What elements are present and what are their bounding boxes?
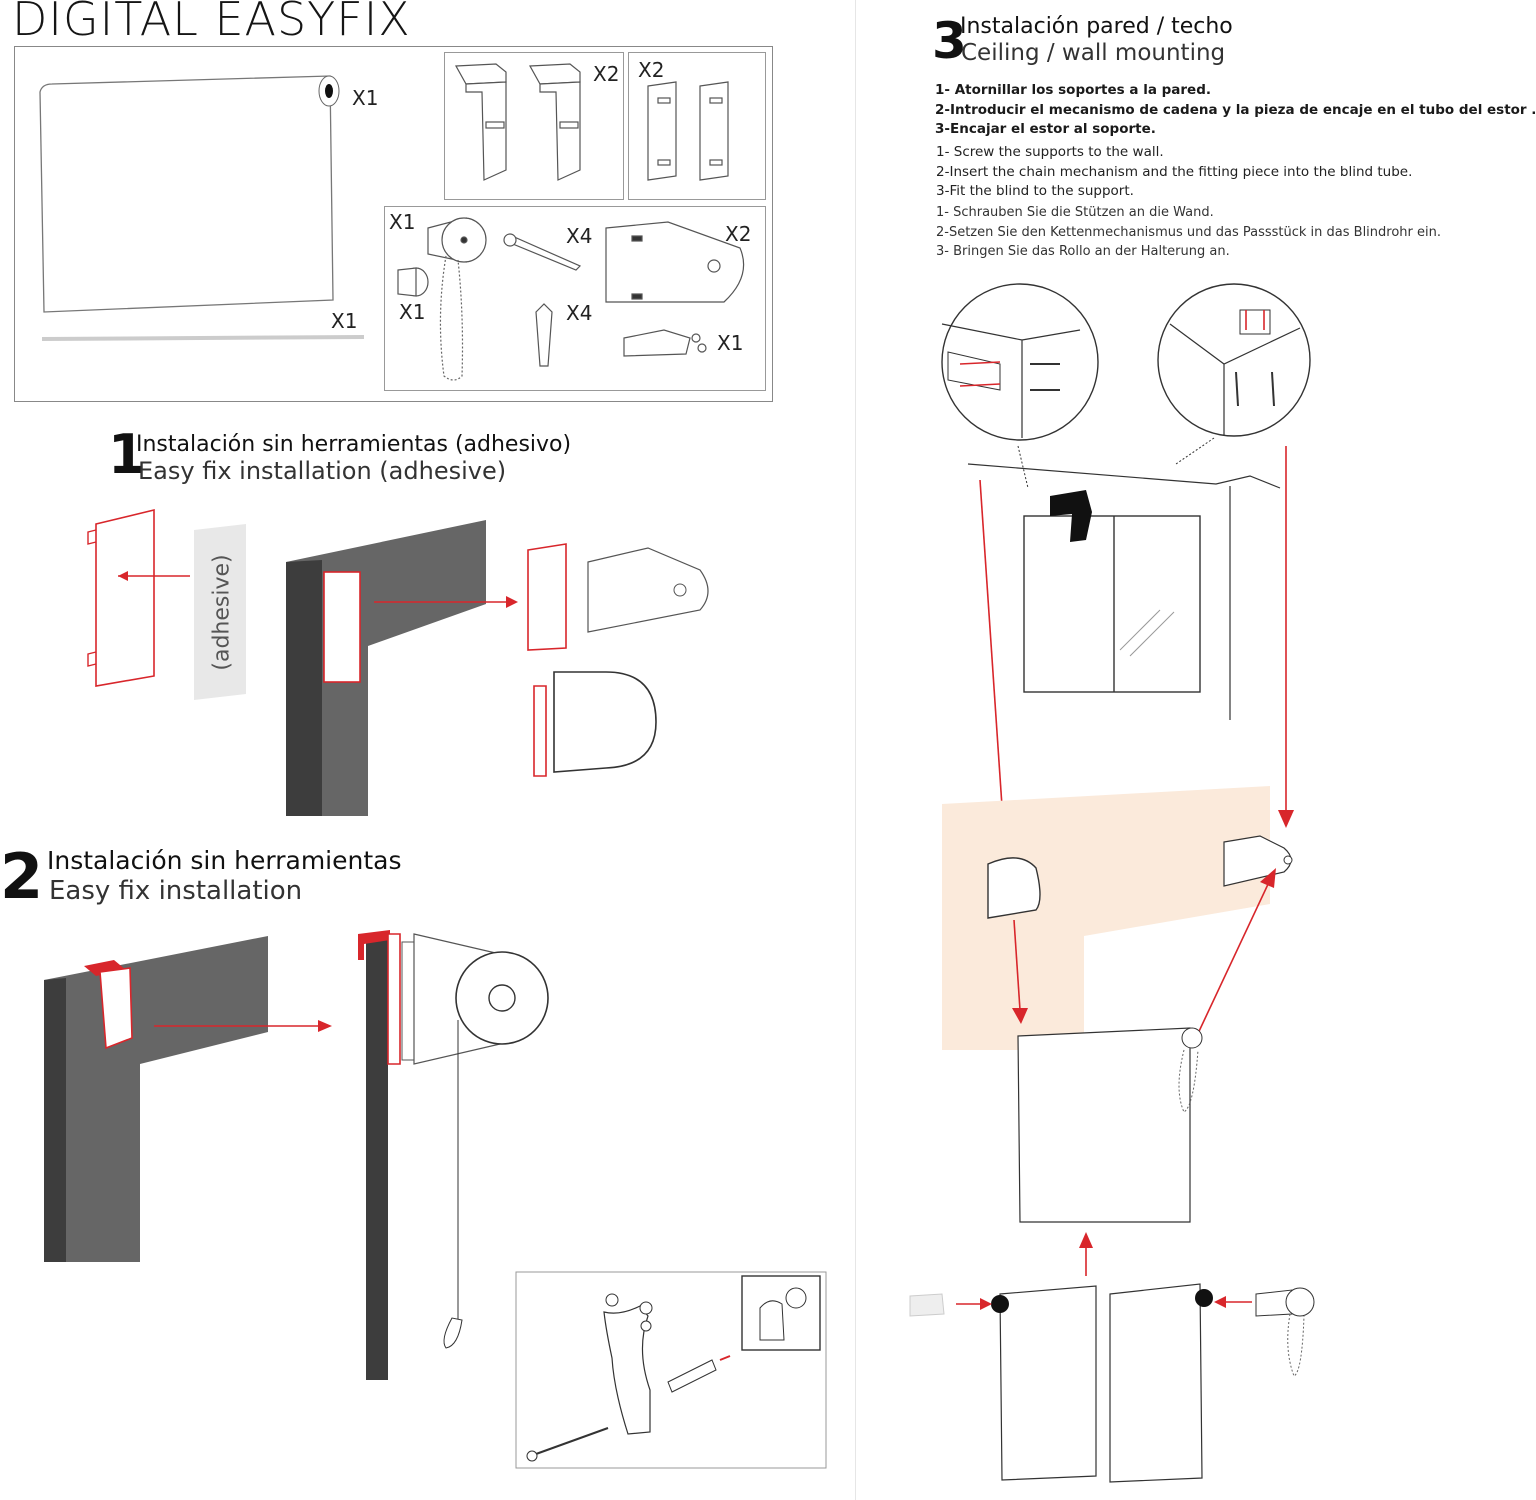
- screw-qty: X4: [566, 224, 593, 248]
- instruction-de-3: 3- Bringen Sie das Rollo an der Halterun…: [936, 244, 1230, 259]
- page-title: DIGITAL EASYFIX: [12, 0, 411, 46]
- step2-illustration: [44, 930, 827, 1469]
- top-clips-box: [444, 52, 624, 200]
- bar-qty: X1: [331, 309, 358, 333]
- step1-number: 1: [108, 423, 146, 486]
- step1-title-en: Easy fix installation (adhesive): [138, 457, 507, 485]
- step3-title-es: Instalación pared / techo: [960, 14, 1233, 39]
- chain-mech-qty: X1: [389, 210, 416, 234]
- page-divider: [855, 0, 856, 1500]
- flat-plate-qty: X2: [638, 58, 665, 82]
- hardware-illustration: [397, 217, 745, 381]
- top-clip-illustration: [455, 63, 581, 181]
- hardware-box: [384, 206, 766, 391]
- step3-number: 3: [932, 12, 967, 70]
- step2-title-en: Easy fix installation: [49, 876, 303, 906]
- anchor-qty: X4: [566, 301, 593, 325]
- step1-title-es: Instalación sin herramientas (adhesivo): [136, 432, 572, 457]
- step2-title-es: Instalación sin herramientas: [47, 846, 402, 875]
- bracket-qty: X2: [725, 222, 752, 246]
- instruction-en-3: 3-Fit the blind to the support.: [936, 183, 1134, 199]
- instructions-en: 1- Screw the supports to the wall. 2-Ins…: [936, 143, 1412, 202]
- instruction-es-3: 3-Encajar el estor al soporte.: [935, 121, 1156, 137]
- parts-box: [14, 46, 773, 402]
- instruction-en-1: 1- Screw the supports to the wall.: [936, 144, 1164, 160]
- instruction-de-1: 1- Schrauben Sie die Stützen an die Wand…: [936, 205, 1214, 220]
- instruction-es-1: 1- Atornillar los soportes a la pared.: [935, 82, 1212, 98]
- instruction-en-2: 2-Insert the chain mechanism and the fit…: [936, 163, 1413, 180]
- adhesive-strip-label: (adhesive): [209, 554, 235, 671]
- clip-qty: X1: [717, 331, 744, 355]
- instruction-de-2: 2-Setzen Sie den Kettenmechanismus und d…: [936, 224, 1441, 240]
- end-plug-qty: X1: [399, 300, 426, 324]
- top-clip-qty: X2: [593, 62, 620, 86]
- roller-blind-illustration: [39, 75, 365, 341]
- instructions-es: 1- Atornillar los soportes a la pared. 2…: [935, 81, 1536, 140]
- step1-illustration: [87, 508, 709, 816]
- step3-title-en: Ceiling / wall mounting: [961, 40, 1226, 66]
- flat-plate-illustration: [647, 81, 729, 181]
- step2-number: 2: [0, 840, 44, 913]
- instructions-de: 1- Schrauben Sie die Stützen an die Wand…: [936, 203, 1441, 262]
- instruction-es-2: 2-Introducir el mecanismo de cadena y la…: [935, 101, 1536, 118]
- step3-illustration: [909, 283, 1315, 1483]
- roller-qty: X1: [352, 86, 379, 110]
- flat-plates-box: [628, 52, 766, 200]
